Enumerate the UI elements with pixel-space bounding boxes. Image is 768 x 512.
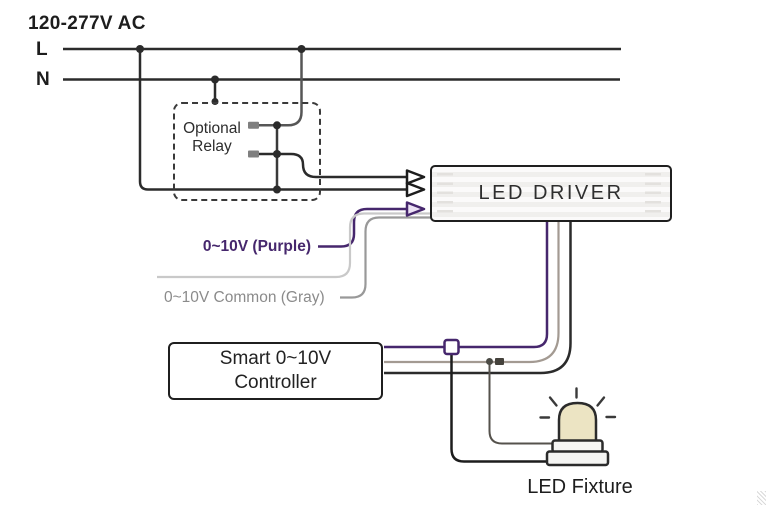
led-bulb-icon: [539, 387, 617, 467]
optional-relay-box: [173, 102, 321, 201]
watermark-artifact: [757, 491, 766, 505]
purple-splice-connector-icon: [443, 338, 460, 356]
junction-dot: [136, 45, 144, 53]
junction-dot: [211, 75, 219, 84]
smart-controller-box: Smart 0~10V Controller: [168, 342, 383, 400]
junction-dot: [273, 185, 281, 194]
relay-terminal-icon: [248, 150, 259, 158]
driver-controller-purple-wire: [384, 221, 549, 349]
line-l-label: L: [36, 39, 48, 60]
dim-common-wire: [157, 212, 431, 279]
led-driver-box: LED DRIVER: [430, 165, 672, 222]
relay-output-wire: [254, 152, 408, 179]
dim-purple-wire-label: 0~10V (Purple): [202, 238, 311, 255]
dim-purple-wire: [318, 207, 409, 248]
bulb-base-lower: [545, 450, 610, 467]
driver-terminal-marks-right: [645, 173, 661, 214]
gray-wire-cap-icon: [495, 358, 504, 365]
driver-controller-gray-wire: [384, 221, 560, 364]
wire-arrow-purple-icon: [405, 201, 426, 217]
controller-label-line2: Controller: [234, 372, 317, 393]
line-n-label: N: [36, 69, 50, 90]
relay-label-line2: Relay: [192, 137, 232, 155]
junction-dot: [297, 45, 306, 53]
junction-dot: [273, 121, 281, 130]
bulb-dome: [557, 401, 598, 444]
wire-arrow-icon: [405, 181, 426, 198]
relay-label-line1: Optional: [183, 120, 241, 137]
dim-common-leader-wire: [340, 216, 431, 299]
wire-arrow-icon: [405, 169, 426, 185]
light-rays-icon: [539, 387, 617, 419]
driver-terminal-marks-left: [437, 173, 453, 214]
led-fixture-label: LED Fixture: [527, 476, 633, 498]
fixture-feed-wire-upper: [488, 363, 554, 445]
live-bypass-wire: [138, 49, 408, 191]
relay-terminal-icon: [248, 121, 259, 129]
led-driver-label: LED DRIVER: [478, 182, 624, 204]
junction-dot: [273, 150, 281, 158]
optional-relay-label: Optional Relay: [164, 120, 260, 155]
relay-to-live-wire: [254, 49, 303, 127]
controller-label-line1: Smart 0~10V: [219, 348, 332, 369]
driver-controller-black-wire: [384, 221, 572, 375]
voltage-title: 120-277V AC: [28, 13, 146, 34]
dim-common-wire-label: 0~10V Common (Gray): [164, 289, 325, 306]
fixture-feed-wire-lower: [450, 354, 549, 463]
gray-splice-dot-icon: [486, 358, 493, 365]
